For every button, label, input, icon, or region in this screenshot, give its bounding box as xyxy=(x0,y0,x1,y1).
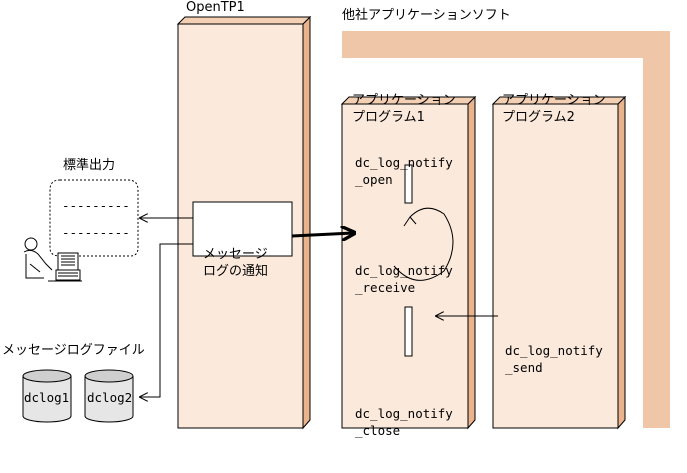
user-at-terminal-icon xyxy=(23,237,82,282)
disk-cylinder-icon xyxy=(22,369,72,423)
sequence-bar-top xyxy=(404,164,413,204)
arrow-to-logfile xyxy=(140,243,193,397)
log-file-label: メッセージログファイル xyxy=(2,343,145,358)
disk-label-2: dclog2 xyxy=(87,390,133,405)
monitor-line-1: --------- xyxy=(62,198,130,213)
receive-loop-arrow xyxy=(393,207,454,281)
stdout-label: 標準出力 xyxy=(63,158,116,173)
app2-label: アプリケーションプログラム2 xyxy=(502,93,606,125)
other-software-label: 他社アプリケーションソフト xyxy=(342,8,511,23)
diagram-canvas xyxy=(22,15,670,430)
message-notify-label: メッセージログの通知 xyxy=(203,247,269,279)
message-notify-box xyxy=(192,201,293,257)
func-close-label: dc_log_notify_close xyxy=(355,406,453,438)
app1-label: アプリケーションプログラム1 xyxy=(352,93,456,125)
disk-label-1: dclog1 xyxy=(24,390,70,405)
func-open-label: dc_log_notify_open xyxy=(355,155,453,187)
sequence-bar-bottom xyxy=(404,306,413,357)
bold-arrow-notify xyxy=(291,233,353,236)
diagram-stage: OpenTP1 他社アプリケーションソフト アプリケーションプログラム1 アプリ… xyxy=(2,0,670,438)
func-send-label: dc_log_notify_send xyxy=(505,343,603,375)
opentp1-label: OpenTP1 xyxy=(186,0,245,15)
func-receive-label: dc_log_notify_receive xyxy=(355,263,453,295)
monitor-line-2: --------- xyxy=(62,225,130,240)
app2-panel xyxy=(491,95,627,430)
disk-cylinder-icon xyxy=(84,369,134,423)
monitor-screen xyxy=(49,179,139,257)
